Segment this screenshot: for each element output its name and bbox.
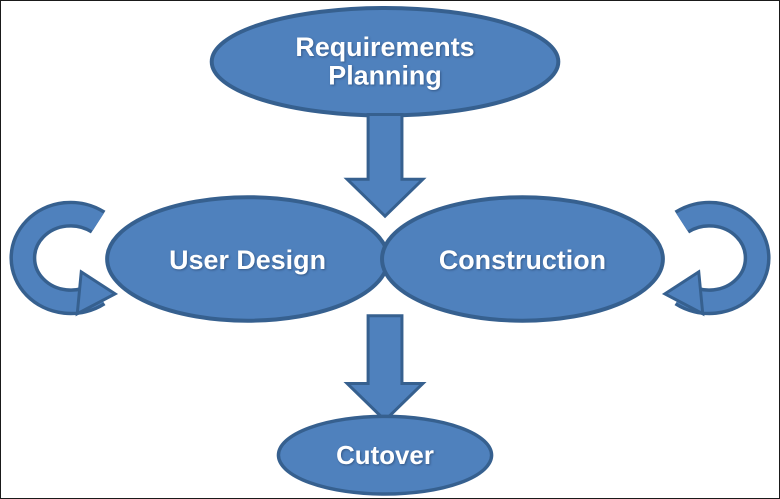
arrow-down-bottom bbox=[343, 314, 427, 423]
user-design-label: User Design bbox=[169, 245, 326, 275]
construction-ellipse bbox=[380, 195, 665, 323]
construction-label: Construction bbox=[439, 245, 606, 275]
node-user-design: User Design bbox=[105, 195, 390, 323]
requirements-planning-label-line1: Requirements bbox=[295, 32, 474, 62]
iteration-arrow-right bbox=[665, 214, 757, 314]
iteration-arrow-left bbox=[23, 214, 115, 314]
cutover-label: Cutover bbox=[336, 442, 434, 470]
arrow-down-top bbox=[343, 113, 427, 219]
node-requirements-planning: Requirements Planning bbox=[209, 5, 561, 118]
node-construction: Construction bbox=[380, 195, 665, 323]
cutover-ellipse bbox=[276, 414, 494, 496]
requirements-planning-label-line2: Planning bbox=[328, 61, 441, 91]
node-cutover: Cutover bbox=[276, 414, 494, 496]
